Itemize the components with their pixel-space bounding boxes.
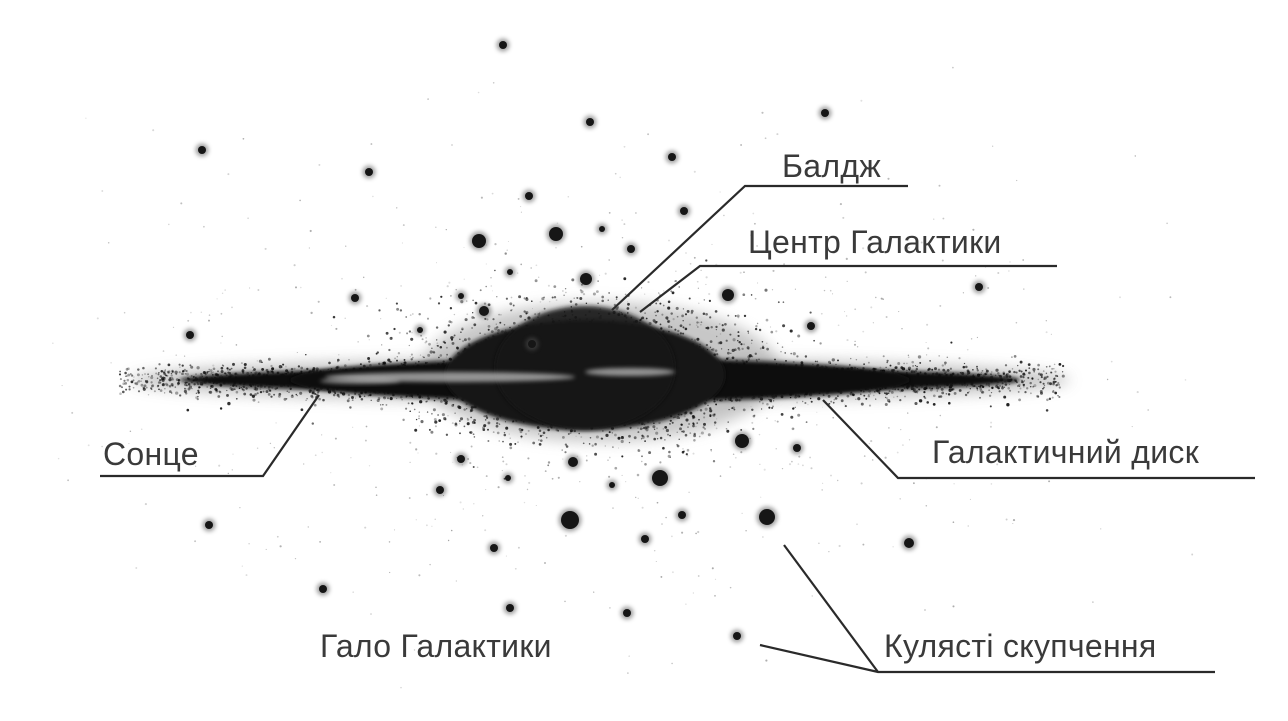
globular-cluster-dot xyxy=(666,151,679,164)
globular-cluster-dot xyxy=(791,442,804,455)
globular-cluster-dot xyxy=(676,509,689,522)
globular-cluster-dot xyxy=(639,533,652,546)
galactic-disk-label: Галактичний диск xyxy=(932,436,1199,468)
globular-cluster-dot xyxy=(902,536,917,551)
globular-cluster-dot xyxy=(488,542,501,555)
sun-label: Сонце xyxy=(103,438,199,470)
globular-cluster-dot xyxy=(196,144,209,157)
galactic-center-label: Центр Галактики xyxy=(748,226,1002,258)
globular-cluster-dot xyxy=(505,267,516,278)
globular-cluster-dot xyxy=(733,432,752,451)
galactic-halo-label: Гало Галактики xyxy=(320,630,552,662)
globular-cluster-dot xyxy=(559,509,582,532)
globular-cluster-dot xyxy=(503,473,514,484)
globular-cluster-dot xyxy=(973,281,986,294)
globular-cluster-dot xyxy=(597,224,608,235)
globular-cluster-dot xyxy=(203,519,216,532)
globular-cluster-dot xyxy=(470,232,489,251)
bulge-label: Балдж xyxy=(782,150,881,182)
globular-cluster-dot xyxy=(566,455,581,470)
globular-cluster-dot xyxy=(678,205,691,218)
globular-cluster-dot xyxy=(547,225,566,244)
globular-cluster-dot xyxy=(456,291,467,302)
globular-cluster-dot xyxy=(523,190,536,203)
globular-cluster-dot xyxy=(757,507,778,528)
globular-cluster-dot xyxy=(455,453,468,466)
globular-cluster-dot xyxy=(434,484,447,497)
globular-cluster-dot xyxy=(650,468,671,489)
globular-cluster-dot xyxy=(805,320,818,333)
globular-cluster-dot xyxy=(584,116,597,129)
globular-cluster-dot xyxy=(477,304,492,319)
globular-cluster-dot xyxy=(625,243,638,256)
center-leader-line xyxy=(640,266,1057,312)
globular-clusters-label: Кулясті скупчення xyxy=(884,630,1157,662)
globular-cluster-dot xyxy=(317,583,330,596)
globular-cluster-dot xyxy=(621,607,634,620)
globular-cluster-dot xyxy=(363,166,376,179)
globular-cluster-dot xyxy=(578,271,595,288)
globular-cluster-dot xyxy=(415,325,426,336)
globular-cluster-dot xyxy=(184,329,197,342)
globular-cluster-dot xyxy=(607,480,618,491)
globular-cluster-dot xyxy=(720,287,737,304)
globular-cluster-dot xyxy=(526,338,539,351)
globular-cluster-dot xyxy=(349,292,362,305)
globular-cluster-dot xyxy=(819,107,832,120)
globular-cluster-dot xyxy=(731,630,744,643)
globular-cluster-dot xyxy=(504,602,517,615)
globular-cluster-dot xyxy=(497,39,510,52)
